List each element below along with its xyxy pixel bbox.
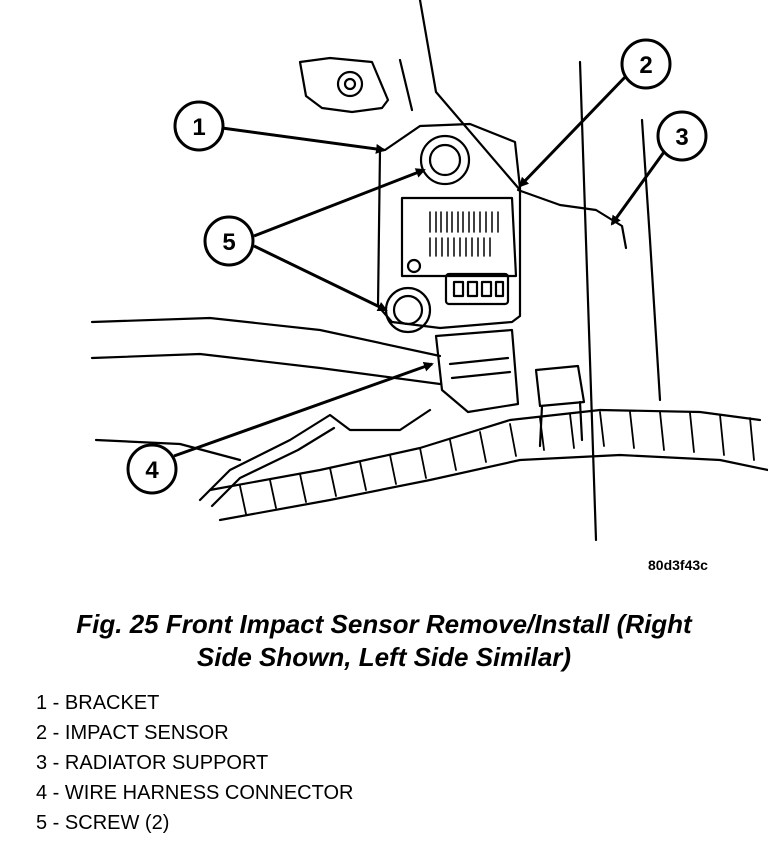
leader-lines xyxy=(173,72,666,458)
svg-text:5: 5 xyxy=(222,229,235,256)
legend-item: 1 - BRACKET xyxy=(36,692,160,714)
leader-5a xyxy=(253,168,426,238)
svg-text:2: 2 xyxy=(639,52,652,79)
loose-wire xyxy=(198,408,432,508)
callouts: 1 2 3 4 5 xyxy=(126,38,708,495)
leader-5b xyxy=(253,244,388,312)
callout-2: 2 xyxy=(620,38,672,90)
callout-1: 1 xyxy=(173,100,225,152)
image-code: 80d3f43c xyxy=(648,557,708,573)
legend-item: 3 - RADIATOR SUPPORT xyxy=(36,752,269,774)
svg-text:4: 4 xyxy=(145,457,159,484)
body-panel xyxy=(90,316,442,386)
caption-line-2: Side Shown, Left Side Similar) xyxy=(196,642,572,672)
svg-text:1: 1 xyxy=(192,114,205,141)
upper-mount-tab xyxy=(298,56,390,114)
callout-4: 4 xyxy=(126,443,178,495)
svg-text:3: 3 xyxy=(675,124,688,151)
harness-clip xyxy=(534,364,586,408)
radiator-support xyxy=(578,60,662,542)
figure-caption: Fig. 25 Front Impact Sensor Remove/Insta… xyxy=(0,608,768,674)
bracket xyxy=(376,122,522,330)
screw-lower xyxy=(384,286,432,334)
parts-legend: 1 - BRACKET 2 - IMPACT SENSOR 3 - RADIAT… xyxy=(36,688,353,838)
impact-sensor xyxy=(400,196,518,278)
leader-2 xyxy=(518,72,630,188)
leader-4 xyxy=(173,361,434,458)
legend-item: 5 - SCREW (2) xyxy=(36,812,170,834)
legend-item: 2 - IMPACT SENSOR xyxy=(36,722,229,744)
callout-5: 5 xyxy=(203,215,255,267)
caption-line-1: Fig. 25 Front Impact Sensor Remove/Insta… xyxy=(76,609,692,639)
sensor-socket xyxy=(444,272,510,306)
wire-harness-connector xyxy=(434,328,520,414)
legend-item: 4 - WIRE HARNESS CONNECTOR xyxy=(36,782,354,804)
leader-1 xyxy=(221,126,386,154)
sensor-logo xyxy=(406,258,422,274)
upper-mount-bolt xyxy=(336,70,364,98)
sensor-barcode xyxy=(429,211,499,257)
callout-3: 3 xyxy=(656,110,708,162)
sensor-illustration: 1 2 3 4 5 xyxy=(90,0,768,542)
screw-upper xyxy=(419,134,471,186)
wiring-loom xyxy=(208,408,768,522)
line-art xyxy=(90,0,768,542)
leader-3 xyxy=(610,151,666,226)
